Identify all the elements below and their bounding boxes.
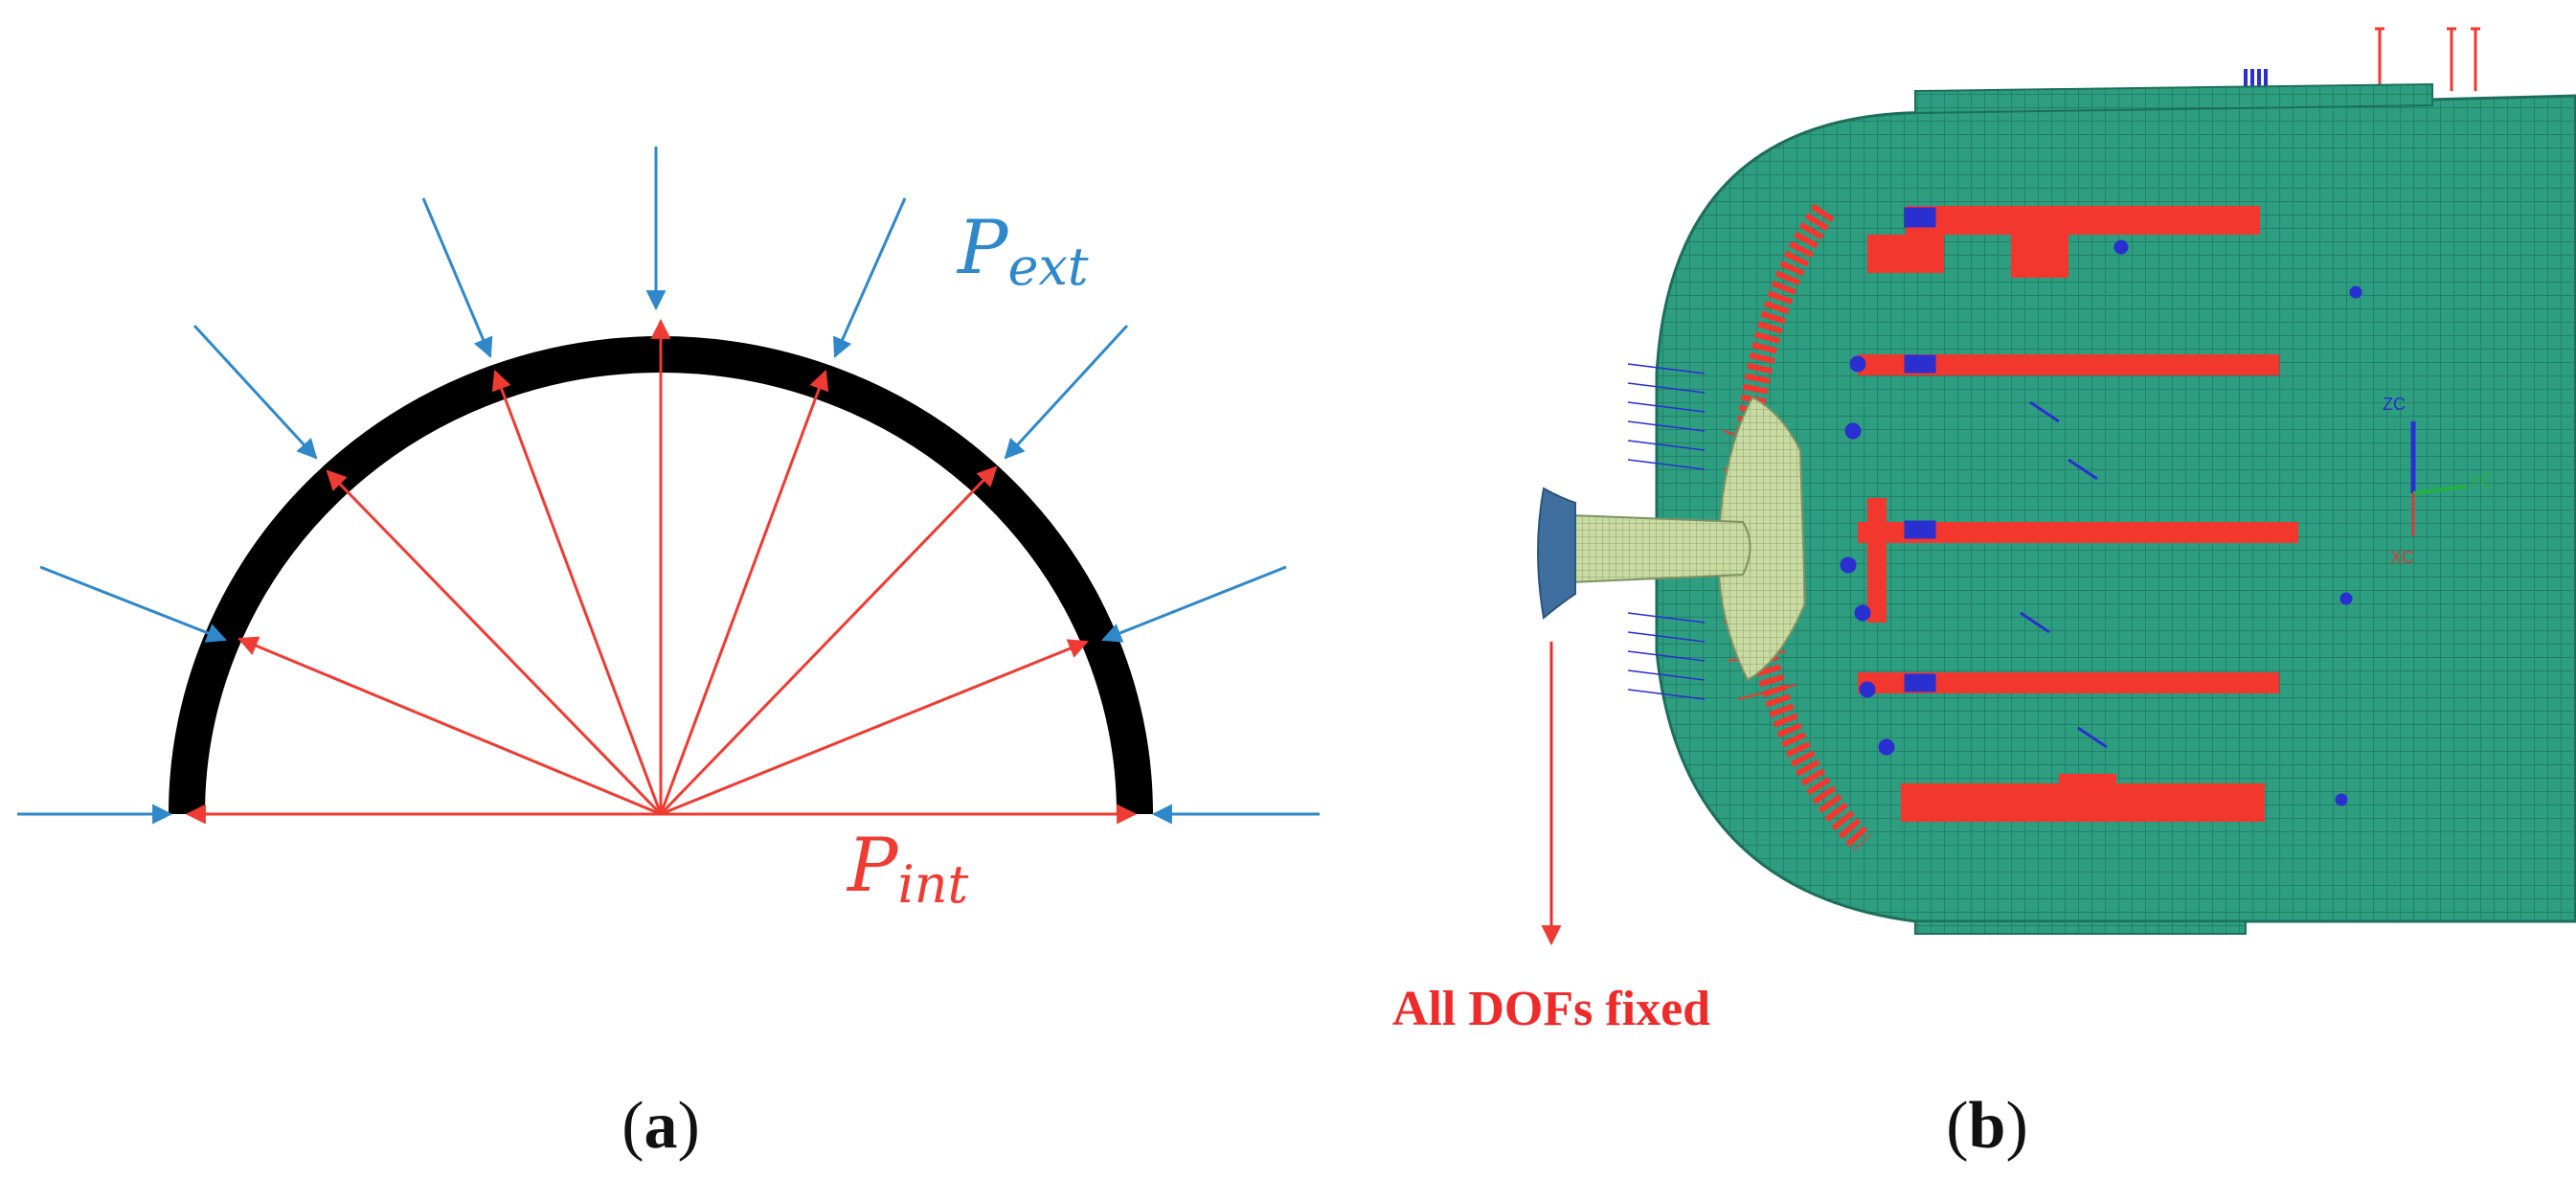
p-int-main: P (846, 823, 899, 909)
external-pressure-arrow (1004, 324, 1129, 460)
boss-flange (1537, 487, 1576, 620)
external-pressure-arrow (833, 197, 907, 358)
panel-b-fe-model: ZC YC XC All DOFs fixed (b) (1392, 27, 2576, 1163)
vessel-ring-top (1914, 82, 2433, 115)
axis-label-yc: YC (2469, 471, 2493, 490)
p-ext-sub: ext (1007, 237, 1088, 297)
plug-constraint-lines (1627, 363, 1706, 700)
plug-insert (1717, 396, 1807, 682)
blue-constraint-nodes (1840, 207, 2362, 806)
p-ext-main: P (956, 205, 1009, 291)
internal-pressure-arrow (491, 370, 663, 815)
caption-a: (a) (621, 1089, 700, 1163)
axis-label-xc: XC (2390, 548, 2414, 567)
axis-label-zc: ZC (2383, 395, 2406, 414)
p-int-sub: int (897, 854, 968, 915)
p-int-label: Pint (846, 823, 969, 915)
internal-pressure-arrow (237, 636, 662, 816)
internal-structures (1858, 206, 2298, 822)
vessel-body (1655, 94, 2576, 923)
vessel-ring-bottom (1914, 920, 2247, 935)
internal-pressure-arrows (185, 318, 1138, 825)
fixed-dof-annotation: All DOFs fixed (1392, 982, 1710, 1036)
internal-pressure-arrow (660, 639, 1089, 816)
external-pressure-arrow (192, 324, 318, 460)
internal-pressure-arrow (659, 370, 829, 815)
coordinate-triad: ZC YC XC (2383, 395, 2493, 567)
internal-pressure-arrow (659, 465, 998, 816)
caption-b: (b) (1946, 1089, 2028, 1163)
p-ext-label: Pext (956, 205, 1089, 297)
internal-pressure-arrow (326, 469, 663, 816)
inner-dome-load-band (1729, 203, 1872, 851)
external-pressure-arrow (1101, 565, 1287, 643)
boss-shaft (1570, 513, 1751, 584)
panel-a-diagram: Pext Pint (a) (17, 147, 1320, 1163)
external-pressure-arrow (39, 565, 227, 643)
external-pressure-arrows (17, 147, 1320, 825)
external-pressure-arrow (421, 197, 493, 358)
